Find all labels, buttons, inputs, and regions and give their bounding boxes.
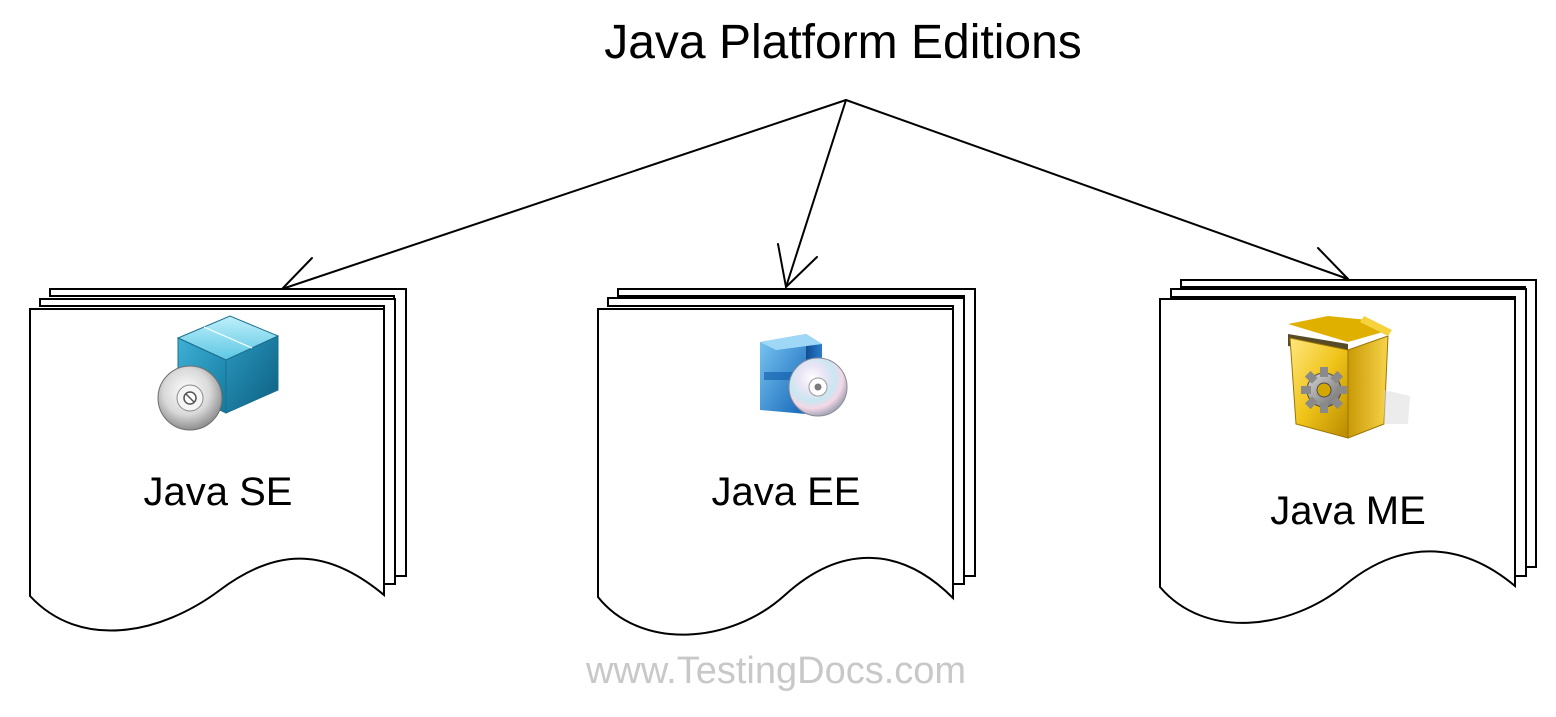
edition-label: Java SE [144, 470, 293, 514]
edition-card-java-ee: Java EE [597, 288, 976, 636]
arrow-to-java-me [845, 99, 1349, 280]
software-box-with-cd-icon [760, 334, 848, 417]
blue-box-with-disc-icon [157, 315, 280, 431]
arrow-to-java-se [281, 99, 847, 290]
edition-card-java-se: Java SE [29, 288, 407, 632]
document-shape [29, 308, 385, 632]
document-shape [1159, 298, 1516, 624]
diagram-title: Java Platform Editions [604, 16, 1082, 69]
edition-label: Java ME [1270, 489, 1426, 533]
edition-label: Java EE [712, 470, 861, 514]
arrow-to-java-ee [785, 99, 847, 288]
yellow-box-with-gear-icon [1288, 316, 1410, 439]
connector-arrows [279, 99, 1351, 296]
watermark: www.TestingDocs.com [585, 650, 966, 692]
arrowhead-java-ee [777, 243, 818, 290]
edition-card-java-me: Java ME [1159, 279, 1537, 624]
document-shape [597, 308, 954, 636]
